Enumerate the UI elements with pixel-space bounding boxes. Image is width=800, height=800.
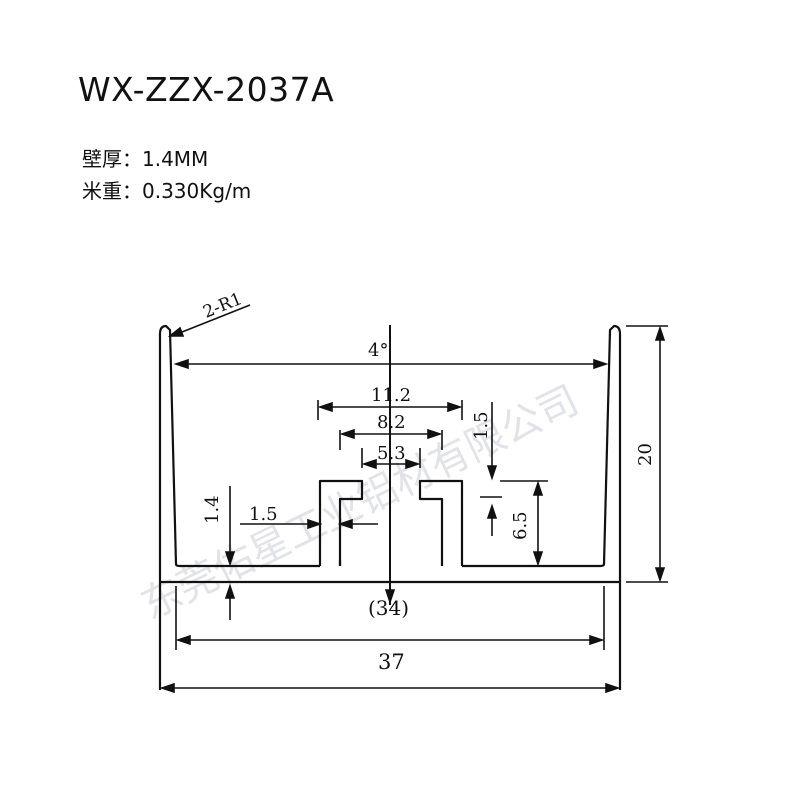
- right-wall: [462, 324, 622, 690]
- left-wall: [158, 324, 320, 690]
- t-slot: [318, 479, 464, 566]
- thickness-1-4-label: 1.4: [202, 495, 223, 524]
- wall-thickness-spec: 壁厚：1.4MM: [82, 147, 209, 171]
- width-8-2-label: 8.2: [377, 412, 406, 433]
- width-11-2-label: 11.2: [371, 385, 411, 406]
- weight-per-meter-spec: 米重：0.330Kg/m: [82, 179, 252, 203]
- radius-label: 2-R1: [200, 289, 245, 323]
- angle-label: 4°: [368, 340, 388, 361]
- gap-1-5-label: 1.5: [249, 504, 278, 525]
- width-5-3-label: 5.3: [377, 443, 406, 464]
- profile-model-title: WX-ZZX-2037A: [78, 70, 335, 109]
- vertical-1-5-label: 1.5: [471, 411, 492, 440]
- inner-width-label: (34): [368, 596, 409, 620]
- dimension-lines: [159, 304, 668, 694]
- outer-width-label: 37: [378, 650, 405, 674]
- height-6-5-label: 6.5: [510, 511, 531, 540]
- total-height-label: 20: [635, 443, 656, 466]
